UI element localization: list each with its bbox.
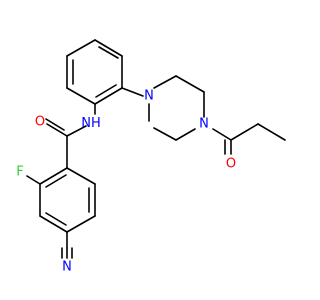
bond (39, 167, 68, 185)
bond (46, 123, 68, 137)
bonds (26, 39, 286, 259)
bond (45, 174, 67, 188)
bond (153, 75, 177, 89)
bond (94, 39, 123, 57)
atom-acyl-o: O (226, 157, 236, 172)
bond (94, 87, 123, 105)
bond (230, 123, 259, 141)
bond (98, 46, 119, 59)
bond (66, 87, 96, 105)
bond (95, 84, 117, 98)
atom-piperazine-n1: N (144, 89, 154, 104)
bond (175, 128, 196, 141)
atom-amide-n: NH (81, 116, 101, 131)
molecule-structure: NH O F N N N O (16, 39, 286, 275)
bond (66, 39, 96, 57)
bond (26, 175, 41, 185)
bond (45, 118, 65, 131)
bond (66, 215, 96, 233)
bond (257, 123, 286, 141)
bond (175, 75, 205, 93)
bond (66, 167, 96, 185)
atom-amide-o: O (35, 115, 45, 130)
atom-fluorine: F (16, 165, 23, 180)
bond (45, 212, 67, 226)
atom-labels: NH O F N N N O (16, 89, 236, 275)
bond (121, 87, 144, 97)
atom-piperazine-n4: N (199, 117, 209, 132)
atom-nitrile-n: N (62, 260, 72, 275)
bond (66, 125, 87, 137)
bond (39, 215, 68, 233)
bond (153, 127, 177, 141)
bond (212, 128, 232, 141)
